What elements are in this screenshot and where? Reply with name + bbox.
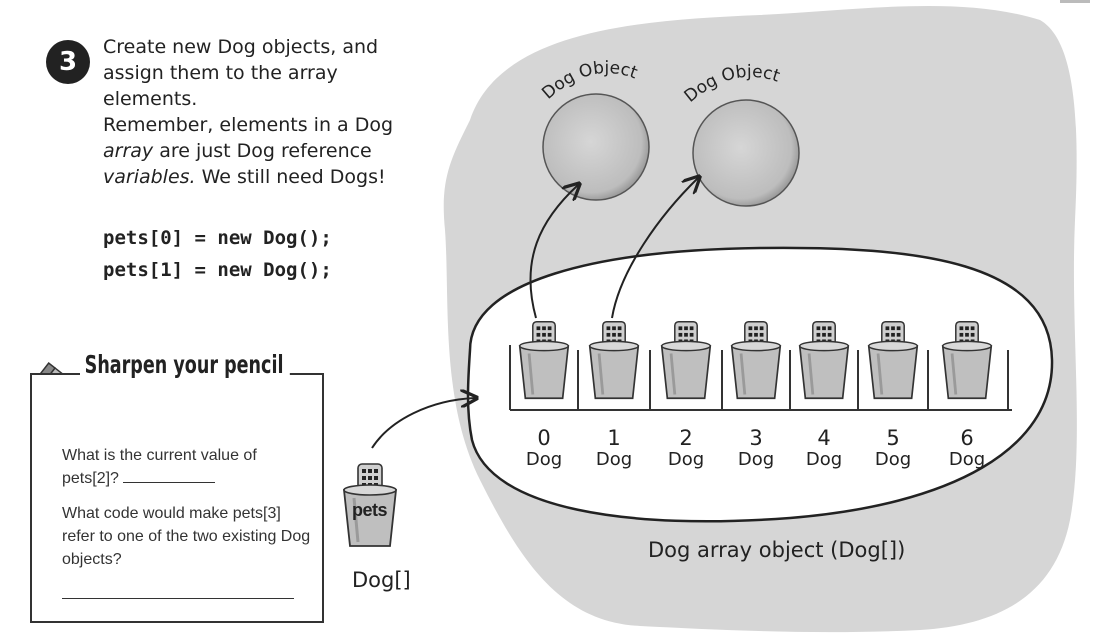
- instruction-line-4: Remember, elements in a Dog: [103, 114, 394, 136]
- instruction-line-5-rest: are just Dog reference: [153, 140, 372, 162]
- array-index-0: 0: [537, 426, 550, 450]
- code-line-2: pets[1] = new Dog();: [103, 259, 332, 281]
- reference-arrow-1: [611, 178, 698, 319]
- array-index-4: 4: [817, 426, 830, 450]
- code-line-1: pets[0] = new Dog();: [103, 227, 332, 249]
- instruction-line-2: assign them to the array: [103, 62, 338, 84]
- question-2: What code would make pets[3] refer to on…: [62, 505, 311, 568]
- code-block: pets[0] = new Dog(); pets[1] = new Dog()…: [103, 222, 332, 286]
- array-caption: Dog array object (Dog[]): [648, 538, 906, 562]
- sharpen-title: Sharpen your pencil: [80, 350, 290, 379]
- array-shelf: [509, 345, 1012, 411]
- step-number-badge: 3: [46, 40, 90, 84]
- array-element-type-6: Dog: [949, 449, 985, 470]
- pets-reference-arrow: [371, 398, 475, 449]
- array-index-2: 2: [679, 426, 692, 450]
- sharpen-pencil-box: [30, 373, 324, 623]
- dog-object-0: [542, 93, 650, 201]
- array-index-5: 5: [886, 426, 899, 450]
- step-instructions: Create new Dog objects, and assign them …: [103, 34, 423, 190]
- array-element-type-3: Dog: [738, 449, 774, 470]
- array-element-type-4: Dog: [806, 449, 842, 470]
- array-element-type-2: Dog: [668, 449, 704, 470]
- instruction-line-3: elements.: [103, 88, 198, 110]
- instruction-line-5: array are just Dog reference: [103, 138, 423, 164]
- instruction-line-6: variables. We still need Dogs!: [103, 164, 423, 190]
- answer-blank-2: [62, 598, 294, 599]
- question-1: What is the current value of pets[2]?: [62, 444, 312, 490]
- array-element-type-0: Dog: [526, 449, 562, 470]
- array-index-6: 6: [960, 426, 973, 450]
- array-index-3: 3: [749, 426, 762, 450]
- corner-mark: [1060, 0, 1090, 3]
- dog-object-1: [692, 99, 800, 207]
- answer-blank-1: [123, 468, 216, 483]
- array-element-type-5: Dog: [875, 449, 911, 470]
- question-1-text: What is the current value of pets[2]?: [62, 447, 257, 487]
- array-element-type-1: Dog: [596, 449, 632, 470]
- pets-type-label: Dog[]: [352, 568, 411, 592]
- reference-arrow-0: [529, 185, 578, 319]
- instruction-line-6-rest: We still need Dogs!: [195, 166, 386, 188]
- pets-label: pets: [352, 500, 388, 520]
- instruction-line-6-italic: variables.: [103, 166, 196, 188]
- instruction-line-5-italic: array: [103, 140, 154, 162]
- array-index-1: 1: [607, 426, 620, 450]
- instruction-line-1: Create new Dog objects, and: [103, 36, 379, 58]
